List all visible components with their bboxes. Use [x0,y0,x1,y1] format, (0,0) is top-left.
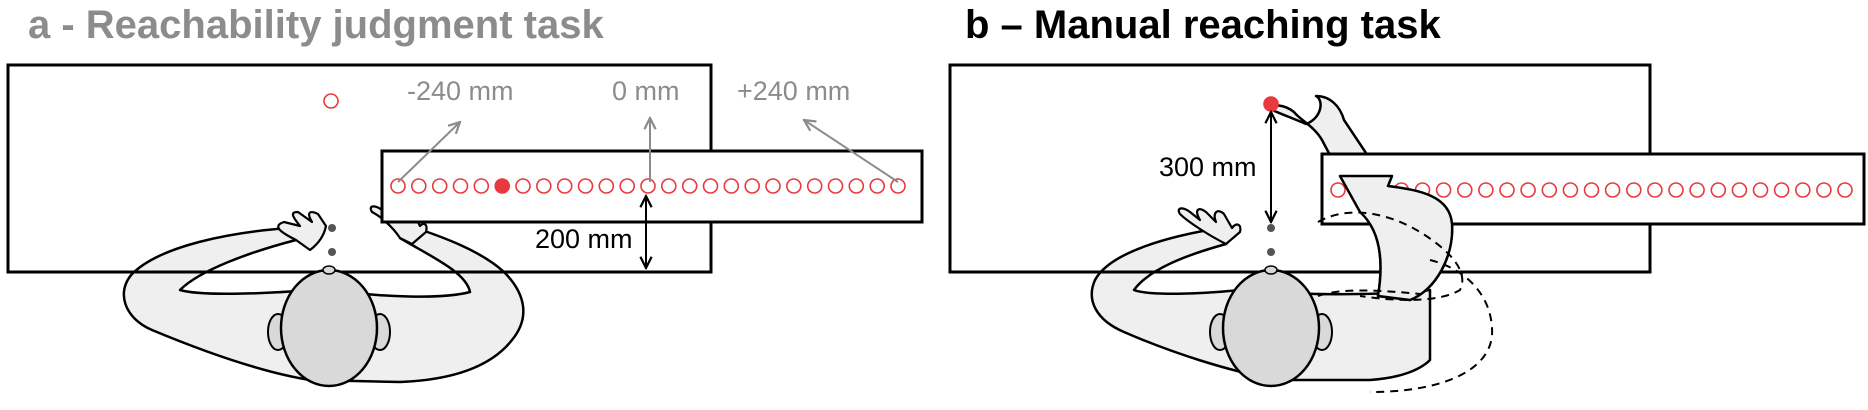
target-circle [1604,182,1621,198]
target-circle [1626,182,1642,198]
target-circle [1689,182,1705,198]
start-position-dot [1267,248,1275,256]
target-circle [1520,182,1536,198]
target-circle [410,178,427,194]
target-circle [702,178,719,194]
label-plus-240: +240 mm [737,76,850,106]
target-circle [1710,182,1727,198]
target-row-a [390,178,906,194]
target-circle [681,178,698,194]
label-zero: 0 mm [612,76,680,106]
target-circle [744,178,761,194]
target-circle [1435,182,1452,198]
target-circle [806,178,823,194]
target-circle [1731,182,1748,198]
reached-target [1263,96,1279,112]
target-circle [869,178,886,194]
reference-target [323,93,339,109]
target-circle [723,178,740,194]
target-circle [765,178,781,194]
target-circle [1330,182,1346,198]
target-circle [1541,182,1558,198]
target-circle [556,178,573,194]
start-position-dot [328,224,336,232]
target-circle [785,178,802,194]
target-circle [494,178,511,194]
participant-b-head [1209,265,1333,388]
target-circle [660,178,677,194]
target-circle [1752,182,1769,198]
target-circle [1562,182,1579,198]
label-minus-240: -240 mm [407,76,514,106]
label-200mm: 200 mm [535,224,633,254]
target-circle [1837,182,1853,198]
participant-a-head [267,265,391,388]
start-position-dot [1267,224,1275,232]
target-circle [1816,182,1832,198]
panel-b: 300 mm [948,63,1866,393]
target-circle [1795,182,1811,198]
target-circle [640,178,656,194]
panel-b-title: b – Manual reaching task [965,3,1441,47]
dashed-forearm [1317,289,1421,297]
target-circle [1583,182,1600,198]
panel-a: -240 mm 0 mm +240 mm 200 mm [6,63,924,388]
target-circle [1647,182,1663,198]
target-circle [452,178,469,194]
target-circle [598,178,615,194]
target-circle [473,178,490,194]
dashed-elbow-path [1369,259,1494,393]
target-circle [848,178,865,194]
target-circle [577,178,594,194]
target-circle [890,178,906,194]
label-300mm: 300 mm [1159,152,1257,182]
dashed-arm-start [1317,211,1464,301]
arrow-right-extreme [804,120,899,183]
target-circle [390,178,406,194]
target-circle [1773,182,1790,198]
target-circle [827,178,844,194]
target-row-b [1330,182,1853,198]
target-circle [1478,182,1494,198]
panel-a-title: a - Reachability judgment task [28,3,604,47]
target-circle [619,178,636,194]
target-circle [1457,182,1473,198]
arrow-left-extreme [397,122,460,183]
target-circle [431,178,448,194]
start-position-dot [328,248,336,256]
target-circle [1499,182,1515,198]
target-circle [515,178,531,194]
reaching-arm-front [1338,174,1454,302]
target-circle [535,178,552,194]
target-circle [1668,182,1684,198]
